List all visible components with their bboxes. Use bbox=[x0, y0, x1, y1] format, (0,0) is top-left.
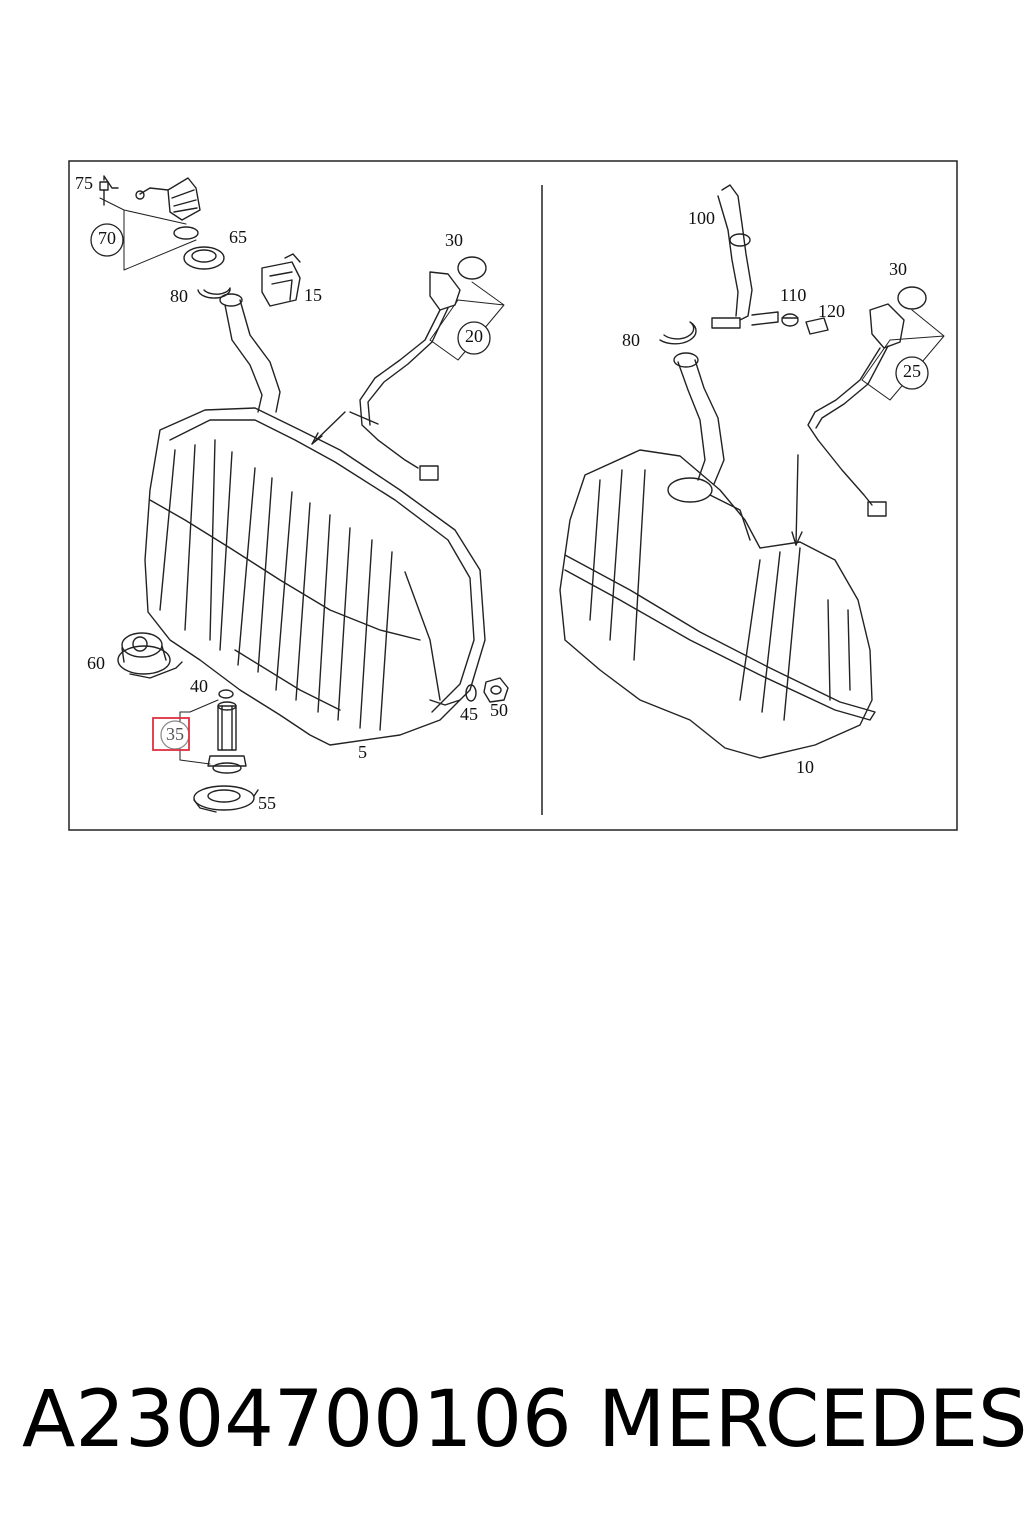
nut-50 bbox=[483, 677, 509, 703]
filler-neck-right bbox=[673, 352, 725, 485]
install-arrow-left bbox=[311, 411, 346, 445]
brand-name: MERCEDES bbox=[598, 1375, 1024, 1465]
right-panel bbox=[559, 184, 945, 759]
callout-45[interactable]: 45 bbox=[460, 704, 478, 724]
callout-80-right[interactable]: 80 bbox=[622, 330, 640, 350]
seal-ring-30-left bbox=[457, 256, 487, 280]
callout-70[interactable]: 70 bbox=[90, 223, 124, 257]
filler-cap-70 bbox=[135, 177, 201, 221]
seal-65 bbox=[173, 226, 199, 240]
callout-30-right[interactable]: 30 bbox=[889, 259, 907, 279]
callout-20[interactable]: 20 bbox=[457, 321, 491, 355]
callout-15[interactable]: 15 bbox=[304, 285, 322, 305]
svg-text:25: 25 bbox=[903, 361, 921, 381]
parts-diagram: 70 20 25 35 75 65 80 15 30 60 40 45 50 5… bbox=[68, 160, 958, 831]
svg-text:35: 35 bbox=[166, 724, 184, 744]
callout-60[interactable]: 60 bbox=[87, 653, 105, 673]
clamp-ring-80-left bbox=[197, 287, 231, 299]
highlight-box bbox=[152, 717, 190, 751]
leader-25 bbox=[861, 309, 945, 401]
flange-65 bbox=[183, 246, 225, 270]
seal-ring-30-right bbox=[897, 286, 927, 310]
clamp-ring-80-right bbox=[659, 321, 697, 345]
o-ring-40 bbox=[218, 689, 234, 699]
callout-50[interactable]: 50 bbox=[490, 700, 508, 720]
washer-45 bbox=[465, 684, 477, 702]
level-sender-20 bbox=[349, 271, 461, 481]
callout-80-left[interactable]: 80 bbox=[170, 286, 188, 306]
callout-120[interactable]: 120 bbox=[818, 301, 845, 321]
svg-text:20: 20 bbox=[465, 326, 483, 346]
install-arrow-right bbox=[791, 454, 803, 546]
footer: A2304700106 MERCEDES bbox=[0, 1370, 1024, 1480]
vent-line-100 bbox=[711, 184, 779, 329]
left-panel bbox=[99, 175, 509, 813]
svg-text:70: 70 bbox=[98, 228, 116, 248]
callout-10[interactable]: 10 bbox=[796, 757, 814, 777]
callout-75[interactable]: 75 bbox=[75, 173, 93, 193]
callout-65[interactable]: 65 bbox=[229, 227, 247, 247]
level-sender-25 bbox=[807, 303, 905, 517]
callout-25[interactable]: 25 bbox=[895, 356, 929, 390]
fuel-tank-5 bbox=[144, 293, 486, 746]
connector-120 bbox=[805, 317, 829, 335]
pump-holder-60 bbox=[117, 632, 183, 679]
callout-110[interactable]: 110 bbox=[780, 285, 806, 305]
callout-40[interactable]: 40 bbox=[190, 676, 208, 696]
hose-clamp-110 bbox=[781, 313, 799, 327]
callout-35-highlighted[interactable]: 35 bbox=[152, 717, 190, 751]
fuel-tank-10 bbox=[559, 449, 876, 759]
leader-70 bbox=[99, 197, 197, 271]
bolt-75 bbox=[99, 175, 119, 206]
diagram-border bbox=[68, 160, 958, 831]
callout-5[interactable]: 5 bbox=[358, 742, 367, 762]
ring-nut-55 bbox=[193, 785, 259, 813]
callout-30-left[interactable]: 30 bbox=[445, 230, 463, 250]
callout-55[interactable]: 55 bbox=[258, 793, 276, 813]
fuel-pump-35 bbox=[207, 701, 247, 774]
sensor-15 bbox=[261, 253, 301, 307]
callout-100[interactable]: 100 bbox=[688, 208, 715, 228]
part-number: A2304700106 bbox=[22, 1375, 572, 1465]
